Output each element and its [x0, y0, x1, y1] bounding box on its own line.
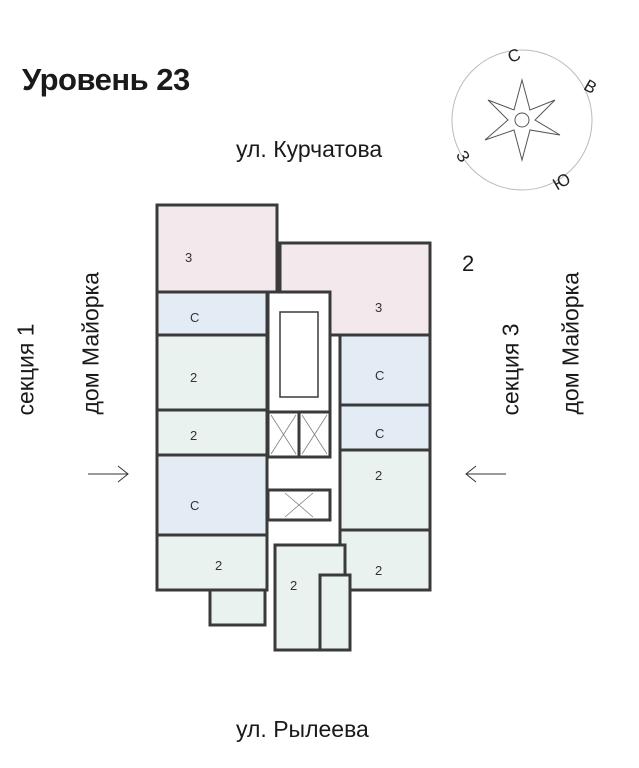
apartment[interactable]: 2 [155, 533, 269, 627]
apartment-area [208, 588, 267, 627]
apartment-rooms-label: 2 [215, 558, 222, 573]
apartment[interactable]: С [338, 333, 432, 407]
apartment-rooms-label: С [190, 498, 199, 513]
apartment-rooms-label: С [375, 368, 384, 383]
apartment-rooms-label: 3 [185, 250, 192, 265]
apartment-area [338, 528, 432, 592]
apartment[interactable]: 2 [155, 333, 269, 412]
apartment-area [155, 408, 269, 457]
stair-core [266, 290, 332, 522]
compass-north: С [505, 45, 523, 67]
apartment[interactable]: 3 [155, 203, 279, 294]
elevator-icon [270, 414, 328, 518]
apartment-area [155, 333, 269, 412]
building-number: 2 [462, 251, 475, 276]
compass-south: Ю [549, 169, 573, 194]
entrance-arrow-right [465, 465, 506, 483]
apartment-area [155, 203, 279, 294]
compass-star-icon [484, 78, 561, 162]
apartment-area [318, 573, 352, 652]
apartment-area [338, 403, 432, 452]
page-title: Уровень 23 [22, 62, 190, 97]
entrance-arrow-left [88, 465, 129, 483]
apartment-rooms-label: 2 [190, 370, 197, 385]
apartment[interactable]: С [155, 290, 269, 337]
apartment[interactable]: 2 [273, 543, 352, 652]
apartment-rooms-label: 2 [375, 468, 382, 483]
apartment[interactable]: 2 [338, 528, 432, 592]
apartment[interactable]: С [338, 403, 432, 452]
apartment-area [338, 333, 432, 407]
apartment-rooms-label: 2 [375, 563, 382, 578]
apartment-area [155, 533, 269, 592]
apartment-area [155, 290, 269, 337]
apartment[interactable]: 2 [338, 448, 432, 532]
compass-west: З [452, 147, 474, 165]
apartment-rooms-label: С [190, 310, 199, 325]
apartment-area [338, 448, 432, 532]
apartment-rooms-label: 2 [190, 428, 197, 443]
compass-east: В [581, 76, 600, 98]
apartment[interactable]: С [155, 453, 269, 537]
apartment-area [155, 453, 269, 537]
apartment-rooms-label: 2 [290, 578, 297, 593]
apartment-rooms-label: С [375, 426, 384, 441]
street-top: ул. Курчатова [236, 136, 383, 162]
apartment[interactable]: 2 [155, 408, 269, 457]
compass: С В Ю З [451, 45, 600, 194]
street-bottom: ул. Рылеева [236, 716, 369, 742]
apartment-rooms-label: 3 [375, 300, 382, 315]
